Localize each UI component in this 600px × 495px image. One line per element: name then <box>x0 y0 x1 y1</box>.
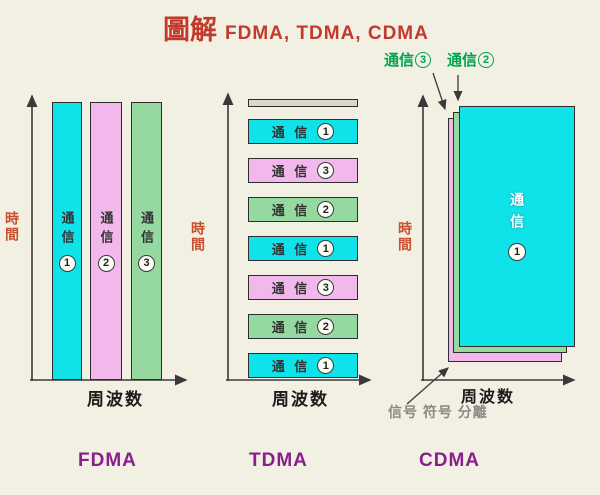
tdma-slot6-label: 通 信 <box>271 320 311 335</box>
fdma-bar1-label: 通信 <box>59 210 75 249</box>
cdma-callout2-number: 2 <box>478 51 495 68</box>
tdma-guard-slot <box>248 99 358 107</box>
cdma-front-label: 通信 <box>509 192 525 236</box>
fdma-bar-channel3: 通信 3 <box>131 102 162 380</box>
cdma-caption: CDMA <box>419 450 480 471</box>
tdma-slot7-number: 1 <box>317 357 335 374</box>
page-title: 圖解 FDMA, TDMA, CDMA <box>163 8 429 47</box>
tdma-slot5-label: 通 信 <box>271 281 311 296</box>
tdma-slot-channel2: 通 信 2 <box>248 314 358 339</box>
tdma-slot-channel1: 通 信 1 <box>248 236 358 261</box>
fdma-bar2-number: 2 <box>97 254 115 272</box>
tdma-time-axis-label: 時間 <box>190 221 206 253</box>
tdma-slot1-label: 通 信 <box>271 125 311 140</box>
tdma-slot3-label: 通 信 <box>271 203 311 218</box>
cdma-layer-channel1: 通信 1 <box>459 106 575 347</box>
fdma-frequency-axis-label: 周波数 <box>87 390 144 409</box>
tdma-frequency-axis-label: 周波数 <box>272 390 329 409</box>
tdma-slot2-label: 通 信 <box>271 164 311 179</box>
fdma-bar2-label: 通信 <box>98 210 114 249</box>
fdma-bar1-number: 1 <box>58 254 76 272</box>
cdma-callout3-number: 3 <box>415 51 432 68</box>
fdma-bar-channel2: 通信 2 <box>90 102 122 380</box>
callout-arrow-channel3 <box>432 72 447 111</box>
tdma-slot1-number: 1 <box>317 123 335 140</box>
tdma-slot2-number: 3 <box>317 162 335 179</box>
tdma-slot3-number: 2 <box>317 201 335 218</box>
fdma-bar3-number: 3 <box>138 254 155 272</box>
tdma-slot-channel1: 通 信 1 <box>248 353 358 378</box>
tdma-slot-channel2: 通 信 2 <box>248 197 358 222</box>
tdma-slot-channel1: 通 信 1 <box>248 119 358 144</box>
fdma-caption: FDMA <box>78 450 137 471</box>
tdma-slot4-number: 1 <box>317 240 335 257</box>
cdma-separation-note: 信号 符号 分離 <box>388 404 488 420</box>
note-arrow <box>406 367 449 405</box>
cdma-time-axis-label: 時間 <box>397 221 413 253</box>
tdma-slot7-label: 通 信 <box>271 359 311 374</box>
cdma-callout-channel3: 通信 3 <box>384 49 432 70</box>
tdma-slot5-number: 3 <box>317 279 335 296</box>
tdma-slot4-label: 通 信 <box>271 242 311 257</box>
cdma-front-number: 1 <box>508 243 526 261</box>
fdma-bar3-label: 通信 <box>139 210 154 249</box>
cdma-frequency-axis-label: 周波数 <box>461 389 516 406</box>
tdma-slot-channel3: 通 信 3 <box>248 275 358 300</box>
fdma-bar-channel1: 通信 1 <box>52 102 82 380</box>
tdma-caption: TDMA <box>249 450 308 471</box>
title-english: FDMA, TDMA, CDMA <box>225 23 429 44</box>
cdma-callout-channel2: 通信 2 <box>447 49 495 70</box>
fdma-time-axis-label: 時間 <box>4 211 20 243</box>
cdma-callout3-label: 通信 <box>384 52 415 69</box>
cdma-callout2-label: 通信 <box>447 52 478 69</box>
tdma-slot-channel3: 通 信 3 <box>248 158 358 183</box>
title-chinese: 圖解 <box>163 15 217 46</box>
tdma-slot6-number: 2 <box>317 318 335 335</box>
